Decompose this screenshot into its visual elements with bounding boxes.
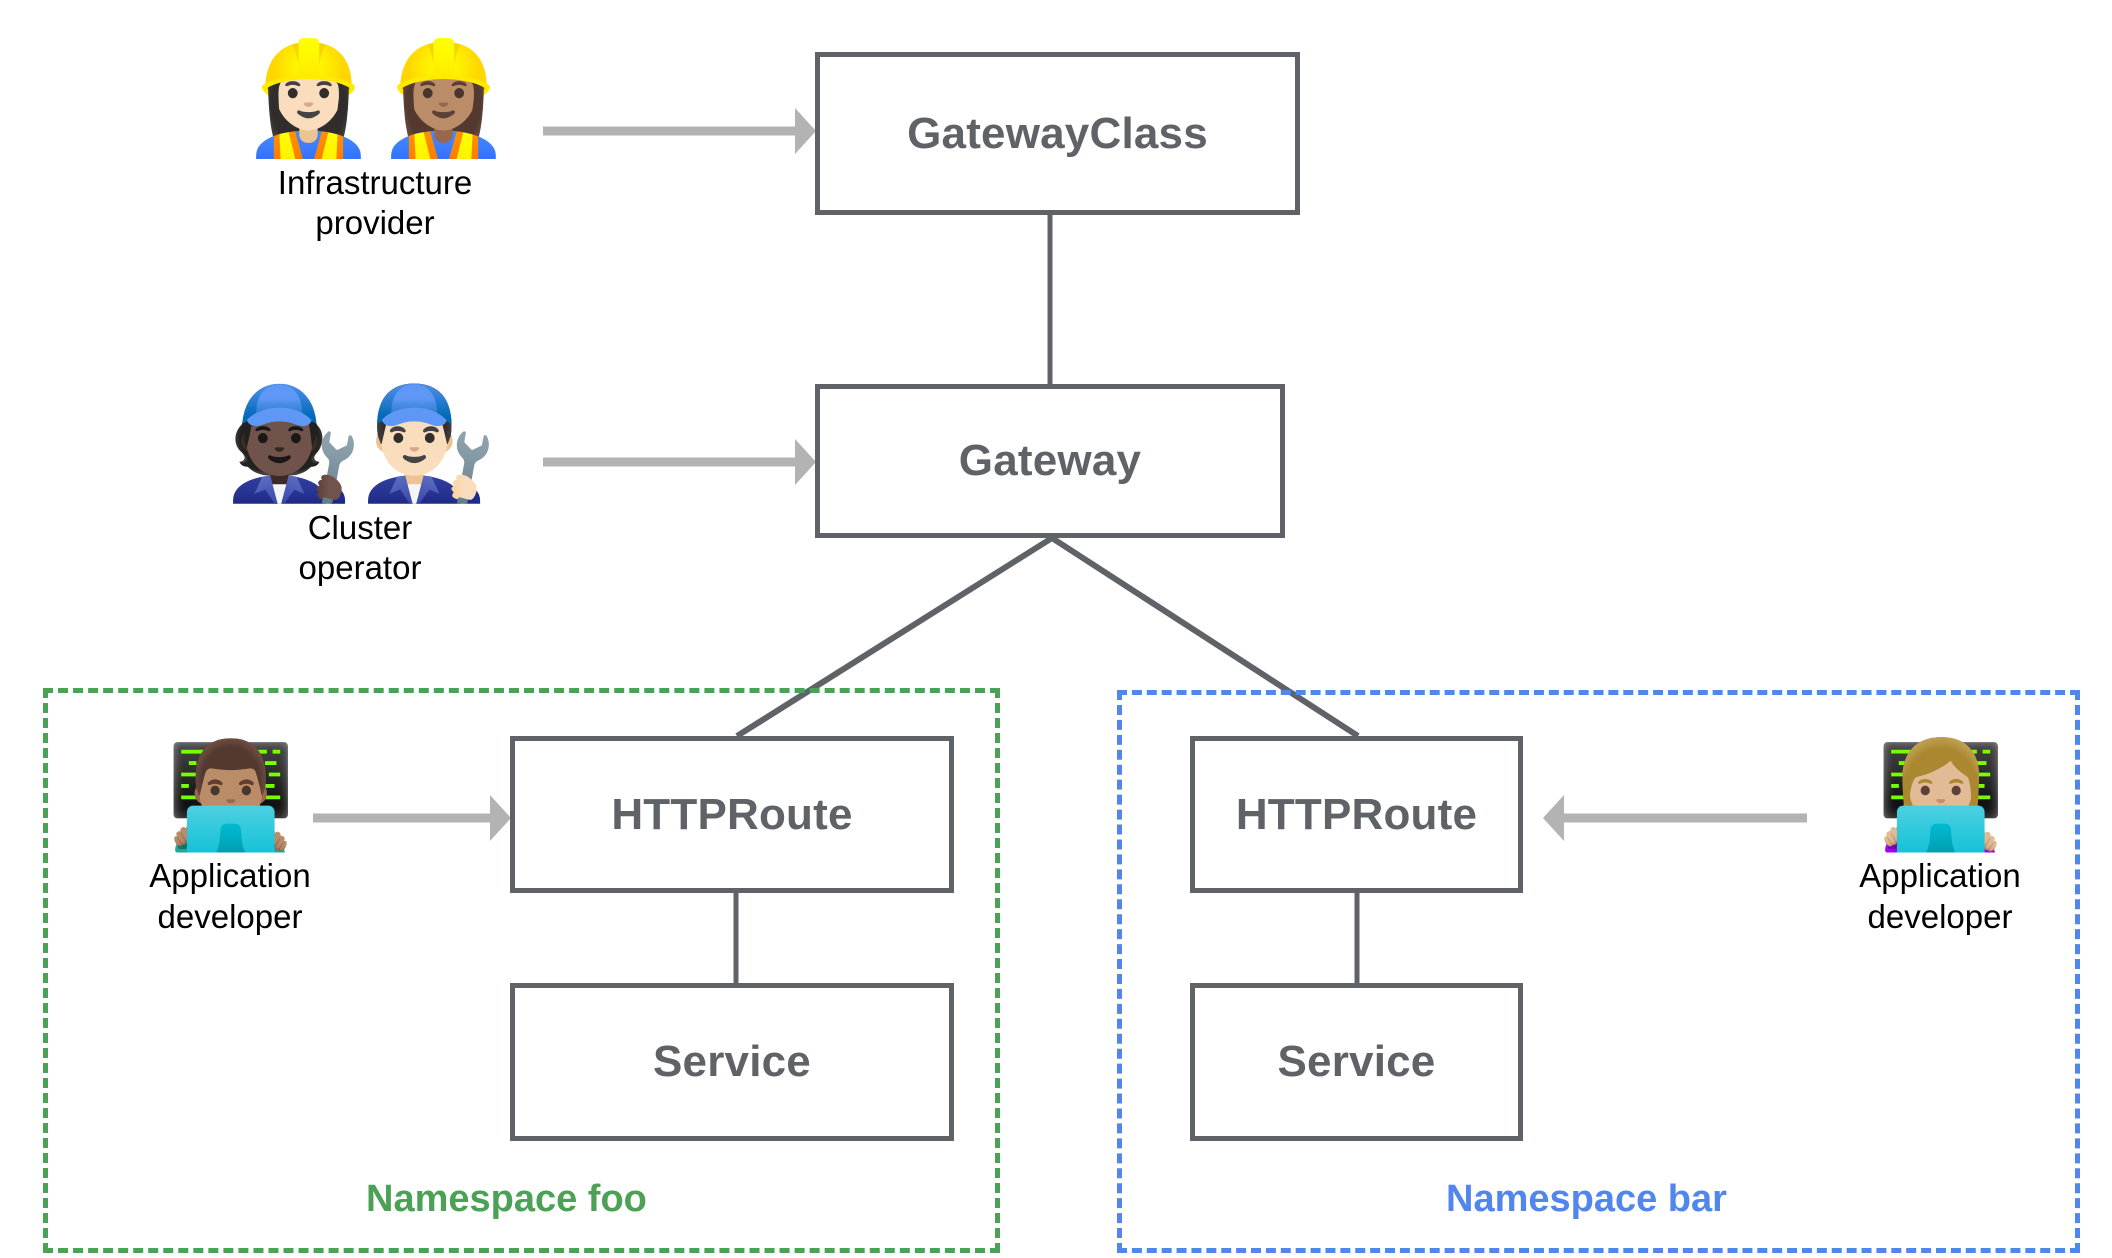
persona-label-line1: Application (149, 857, 311, 895)
persona-application-developer-bar: 👩🏼‍💻 Application developer (1790, 740, 2090, 937)
persona-infrastructure-provider: 👷🏻‍♀️👷🏽‍♀️ Infrastructure provider (215, 37, 535, 244)
arrow-cluster-operator-to-gateway (543, 439, 816, 485)
persona-label-line2: provider (315, 204, 435, 242)
node-gatewayclass[interactable]: GatewayClass (815, 52, 1300, 215)
construction-worker-emoji: 👷🏻‍♀️👷🏽‍♀️ (240, 37, 512, 160)
namespace-label-bar: Namespace bar (1446, 1178, 1727, 1220)
node-service-bar[interactable]: Service (1190, 983, 1523, 1141)
mechanic-emoji: 🧑🏿‍🔧👨🏻‍🔧 (225, 382, 497, 505)
persona-cluster-operator-label: Cluster operator (299, 508, 422, 589)
node-service-foo-label: Service (653, 1037, 811, 1086)
node-service-bar-label: Service (1277, 1037, 1436, 1086)
man-technologist-emoji: 👨🏽‍💻 (166, 738, 295, 854)
namespace-label-foo: Namespace foo (366, 1178, 647, 1220)
persona-label-line2: developer (157, 897, 303, 935)
node-httproute-foo-label: HTTPRoute (611, 789, 853, 839)
persona-application-developer-foo: 👨🏽‍💻 Application developer (80, 740, 380, 937)
persona-application-developer-bar-label: Application developer (1859, 856, 2020, 937)
node-httproute-foo[interactable]: HTTPRoute (510, 736, 954, 893)
arrow-infra-to-gatewayclass (543, 108, 816, 154)
node-service-foo[interactable]: Service (510, 983, 954, 1141)
persona-label-line1: Cluster (307, 508, 413, 546)
persona-label-line1: Infrastructure (277, 163, 473, 201)
node-httproute-bar-label: HTTPRoute (1235, 789, 1478, 839)
persona-label-line2: developer (1867, 897, 2013, 935)
persona-label-line2: operator (298, 549, 422, 587)
node-httproute-bar[interactable]: HTTPRoute (1190, 736, 1523, 893)
woman-technologist-emoji: 👩🏼‍💻 (1876, 738, 2005, 854)
node-gateway[interactable]: Gateway (815, 384, 1285, 538)
persona-cluster-operator: 🧑🏿‍🔧👨🏻‍🔧 Cluster operator (200, 382, 520, 589)
namespace-group-foo (43, 688, 1000, 1253)
node-gateway-label: Gateway (958, 436, 1142, 485)
namespace-group-bar (1117, 690, 2080, 1253)
node-gatewayclass-label: GatewayClass (907, 108, 1208, 158)
persona-application-developer-foo-label: Application developer (149, 856, 310, 937)
persona-label-line1: Application (1859, 857, 2021, 895)
persona-infrastructure-provider-label: Infrastructure provider (278, 163, 472, 244)
